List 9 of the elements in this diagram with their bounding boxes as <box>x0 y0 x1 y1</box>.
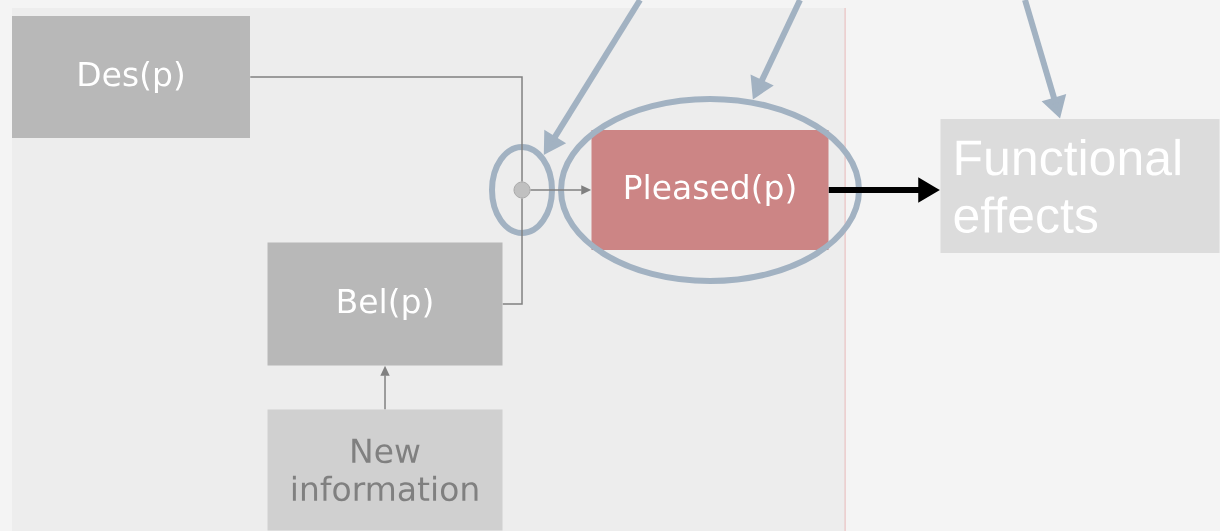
highlight-ellipse <box>558 96 862 284</box>
process-box: Pleased(p) <box>591 130 829 250</box>
connector-line <box>502 197 523 305</box>
junction-dot <box>513 181 531 199</box>
process-box: Des(p) <box>12 16 250 138</box>
connector-line <box>249 76 523 183</box>
process-box: Bel(p) <box>267 242 503 366</box>
highlight-ellipse <box>489 144 555 236</box>
input-box: New information <box>267 409 503 531</box>
